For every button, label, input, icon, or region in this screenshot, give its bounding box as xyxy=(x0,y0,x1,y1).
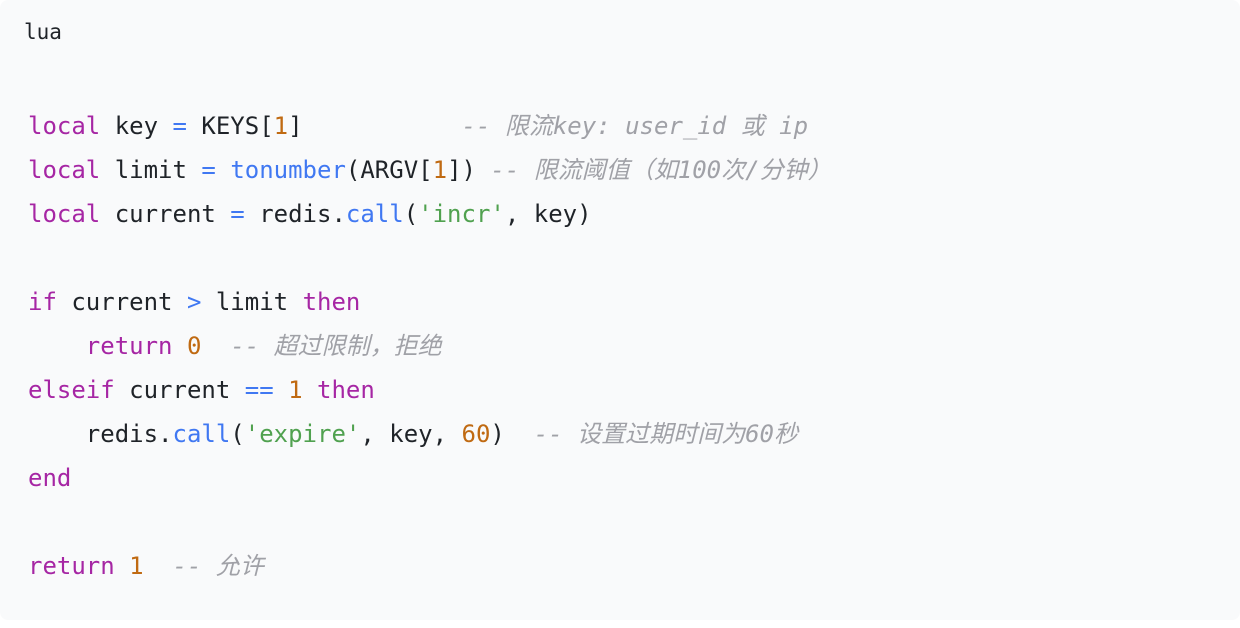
code-text xyxy=(173,332,187,360)
code-line xyxy=(28,500,832,544)
code-number: 1 xyxy=(432,156,448,184)
code-text: current xyxy=(100,200,231,228)
code-text: current xyxy=(56,288,187,316)
code-text: ( xyxy=(403,200,419,228)
code-function: tonumber xyxy=(230,156,346,184)
code-comment: -- 设置过期时间为60秒 xyxy=(533,420,799,448)
code-operator: == xyxy=(244,376,274,404)
code-string: 'expire' xyxy=(244,420,361,448)
code-keyword: return xyxy=(85,332,173,360)
code-keyword: end xyxy=(28,464,72,492)
code-number: 1 xyxy=(273,112,289,140)
code-text xyxy=(28,332,86,360)
code-text xyxy=(115,552,129,580)
code-line: return 0 -- 超过限制，拒绝 xyxy=(28,324,832,368)
code-keyword: then xyxy=(302,288,361,316)
code-line: redis.call('expire', key, 60) -- 设置过期时间为… xyxy=(28,412,832,456)
code-comment: -- 限流阈值（如100次/分钟） xyxy=(490,156,832,184)
code-line: local limit = tonumber(ARGV[1]) -- 限流阈值（… xyxy=(28,148,832,192)
code-text: (ARGV[ xyxy=(345,156,433,184)
code-text xyxy=(144,552,173,580)
code-line: if current > limit then xyxy=(28,280,832,324)
code-string: 'incr' xyxy=(418,200,505,228)
code-operator: = xyxy=(230,200,245,228)
code-keyword: local xyxy=(28,156,101,184)
code-number: 60 xyxy=(461,420,491,448)
code-text: limit xyxy=(100,156,202,184)
code-text: current xyxy=(114,376,245,404)
code-text: redis. xyxy=(244,200,346,228)
code-function: call xyxy=(172,420,231,448)
code-number: 1 xyxy=(288,376,303,404)
code-keyword: elseif xyxy=(28,376,115,404)
code-text: key xyxy=(100,112,173,140)
code-text: , key) xyxy=(504,200,592,228)
code-text: ) xyxy=(490,420,534,448)
code-line: end xyxy=(28,456,832,500)
code-keyword: local xyxy=(28,112,101,140)
code-comment: -- 允许 xyxy=(172,552,264,580)
code-operator: = xyxy=(172,112,187,140)
code-line: local current = redis.call('incr', key) xyxy=(28,192,832,236)
code-text: ]) xyxy=(447,156,491,184)
code-comment: -- 超过限制，拒绝 xyxy=(230,332,442,360)
code-text xyxy=(303,376,317,404)
code-text: redis. xyxy=(28,420,173,448)
code-line xyxy=(28,236,832,280)
code-keyword: if xyxy=(28,288,57,316)
code-language-label: lua xyxy=(24,20,62,44)
code-text xyxy=(274,376,288,404)
code-operator: > xyxy=(186,288,202,316)
code-comment: -- 限流key: user_id 或 ip xyxy=(461,112,809,140)
code-line: elseif current == 1 then xyxy=(28,368,832,412)
code-number: 1 xyxy=(129,552,144,580)
code-line: local key = KEYS[1] -- 限流key: user_id 或 … xyxy=(28,104,832,148)
code-text: ( xyxy=(230,420,245,448)
code-text xyxy=(201,332,230,360)
code-text xyxy=(216,156,230,184)
code-number: 0 xyxy=(186,332,202,360)
code-text: limit xyxy=(201,288,303,316)
code-keyword: then xyxy=(317,376,375,404)
code-text: KEYS[ xyxy=(186,112,274,140)
code-body[interactable]: local key = KEYS[1] -- 限流key: user_id 或 … xyxy=(28,104,832,588)
code-text: ] xyxy=(288,112,462,140)
code-keyword: local xyxy=(28,200,101,228)
code-operator: = xyxy=(201,156,216,184)
code-function: call xyxy=(345,200,404,228)
code-text: , key, xyxy=(360,420,462,448)
code-line: return 1 -- 允许 xyxy=(28,544,832,588)
code-keyword: return xyxy=(28,552,115,580)
